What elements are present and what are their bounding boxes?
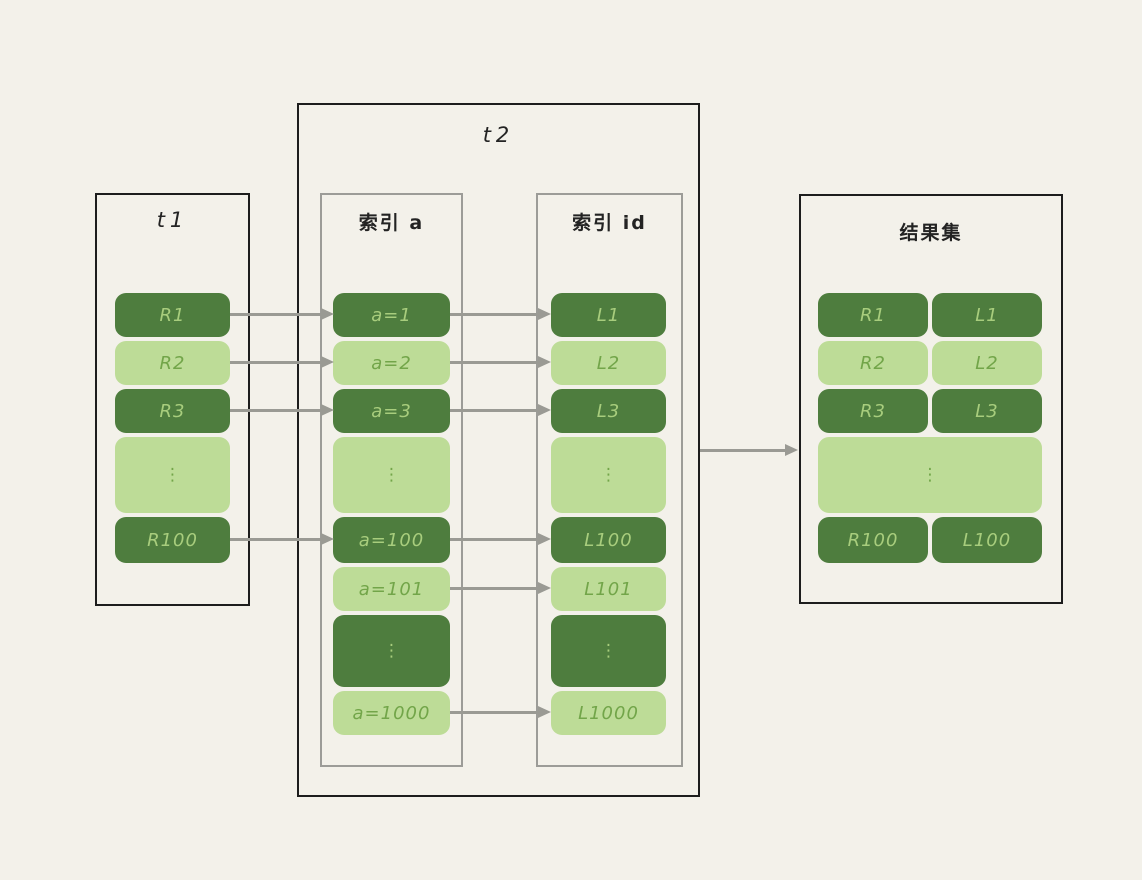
- index-id-row-101: L101: [551, 567, 666, 611]
- result-row-3-left: R3: [818, 389, 928, 433]
- index-a-ellipsis-2-label: ⋮: [383, 640, 400, 661]
- result-row-1-right: L1: [932, 293, 1042, 337]
- t1-row-r3-label: R3: [159, 400, 186, 422]
- index-a-row-100: a=100: [333, 517, 450, 563]
- index-a-row-101: a=101: [333, 567, 450, 611]
- index-a-ellipsis-1-label: ⋮: [383, 464, 400, 485]
- arrow-a101-to-l101: [450, 582, 551, 594]
- t1-row-r2: R2: [115, 341, 230, 385]
- result-row-3-right: L3: [932, 389, 1042, 433]
- arrow-a1000-to-l1000: [450, 706, 551, 718]
- table-t1-box: t1: [95, 193, 250, 606]
- arrow-r2-to-a2: [230, 356, 334, 368]
- table-t2-title: t2: [482, 123, 515, 147]
- result-row-100-right: L100: [932, 517, 1042, 563]
- result-row-2-left: R2: [818, 341, 928, 385]
- index-id-row-2-label: L2: [596, 352, 621, 374]
- arrow-a3-to-l3: [450, 404, 551, 416]
- arrow-t2-to-result: [700, 444, 798, 456]
- index-id-row-1000: L1000: [551, 691, 666, 735]
- result-row-ellipsis: ⋮: [818, 437, 1042, 513]
- index-a-row-2: a=2: [333, 341, 450, 385]
- index-a-row-1: a=1: [333, 293, 450, 337]
- index-id-ellipsis-1-label: ⋮: [600, 464, 617, 485]
- result-row-100-right-label: L100: [962, 529, 1012, 551]
- index-a-row-2-label: a=2: [371, 352, 412, 374]
- index-id-row-3-label: L3: [596, 400, 621, 422]
- arrow-r3-to-a3: [230, 404, 334, 416]
- index-a-row-100-label: a=100: [358, 529, 425, 551]
- arrow-a1-to-l1: [450, 308, 551, 320]
- arrow-r100-to-a100: [230, 533, 334, 545]
- result-ellipsis-label: ⋮: [921, 464, 939, 485]
- t1-row-r100: R100: [115, 517, 230, 563]
- index-id-row-100: L100: [551, 517, 666, 563]
- result-row-2-right: L2: [932, 341, 1042, 385]
- t1-ellipsis-label: ⋮: [164, 464, 181, 485]
- index-a-row-3-label: a=3: [371, 400, 412, 422]
- index-a-title: 索引 a: [358, 212, 425, 234]
- result-row-2-left-label: R2: [860, 352, 886, 374]
- t1-row-r3: R3: [115, 389, 230, 433]
- index-id-row-1-label: L1: [596, 304, 621, 326]
- index-a-row-1-label: a=1: [371, 304, 412, 326]
- index-id-row-ellipsis-2: ⋮: [551, 615, 666, 687]
- index-id-row-3: L3: [551, 389, 666, 433]
- index-id-row-100-label: L100: [584, 529, 633, 551]
- index-id-row-2: L2: [551, 341, 666, 385]
- index-a-row-1000-label: a=1000: [352, 702, 431, 724]
- result-row-1-left-label: R1: [860, 304, 886, 326]
- result-set-title: 结果集: [899, 222, 963, 244]
- arrow-a2-to-l2: [450, 356, 551, 368]
- index-id-row-1: L1: [551, 293, 666, 337]
- index-id-row-101-label: L101: [584, 578, 633, 600]
- t1-row-ellipsis: ⋮: [115, 437, 230, 513]
- index-id-box: 索引 id: [536, 193, 683, 767]
- index-a-row-101-label: a=101: [358, 578, 425, 600]
- index-id-row-1000-label: L1000: [578, 702, 639, 724]
- result-row-1-right-label: L1: [975, 304, 999, 326]
- index-a-row-3: a=3: [333, 389, 450, 433]
- arrow-a100-to-l100: [450, 533, 551, 545]
- result-set-box: 结果集: [799, 194, 1063, 604]
- index-id-ellipsis-2-label: ⋮: [600, 640, 617, 661]
- index-a-box: 索引 a: [320, 193, 463, 767]
- index-a-row-ellipsis-1: ⋮: [333, 437, 450, 513]
- arrow-r1-to-a1: [230, 308, 334, 320]
- result-row-3-left-label: R3: [860, 400, 886, 422]
- result-row-100-left: R100: [818, 517, 928, 563]
- t1-row-r1: R1: [115, 293, 230, 337]
- table-t1-title: t1: [156, 208, 189, 232]
- t1-row-r1-label: R1: [159, 304, 186, 326]
- result-row-1-left: R1: [818, 293, 928, 337]
- result-row-100-left-label: R100: [847, 529, 899, 551]
- t1-row-r2-label: R2: [159, 352, 186, 374]
- table-t2-box: t2: [297, 103, 700, 797]
- result-row-3-right-label: L3: [975, 400, 999, 422]
- index-a-row-1000: a=1000: [333, 691, 450, 735]
- index-a-row-ellipsis-2: ⋮: [333, 615, 450, 687]
- index-id-title: 索引 id: [572, 212, 647, 234]
- index-id-row-ellipsis-1: ⋮: [551, 437, 666, 513]
- t1-row-r100-label: R100: [147, 529, 198, 551]
- result-row-2-right-label: L2: [975, 352, 999, 374]
